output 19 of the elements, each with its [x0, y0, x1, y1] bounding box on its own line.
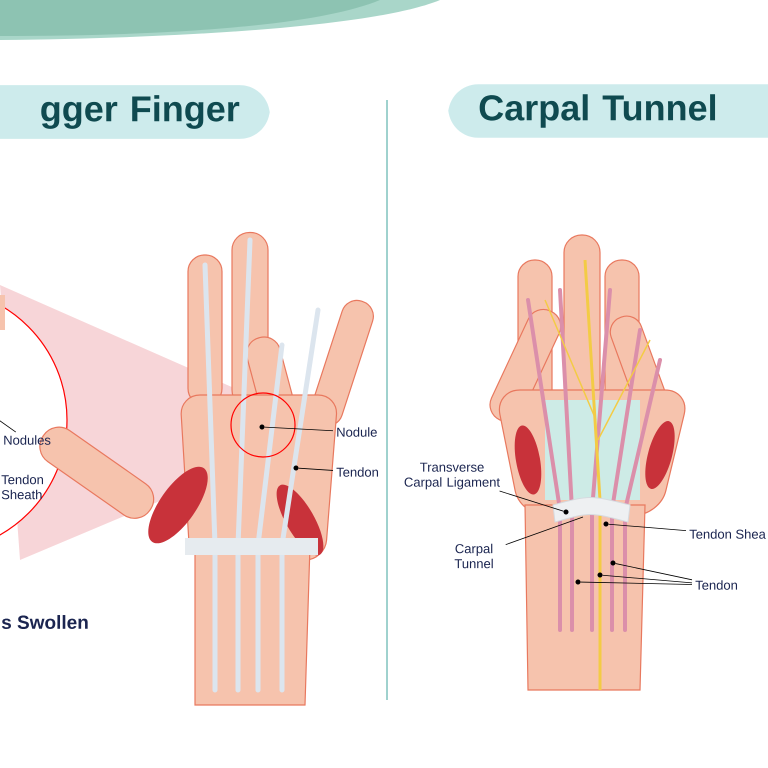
title-pill: gger Finger — [0, 85, 270, 139]
leader-line — [499, 490, 564, 512]
callout-label: Tendon Shea — [690, 529, 766, 539]
leader-line — [0, 418, 16, 432]
callout-label: Nodule — [337, 427, 377, 437]
callout-label: Tendon — [336, 467, 378, 477]
callout-label: Carpal Tunnel — [454, 544, 493, 568]
leader-line — [298, 468, 334, 471]
callout-label: Transverse Carpal Ligament — [404, 462, 500, 490]
leader-line — [602, 574, 692, 584]
caption-text: s Swollen — [2, 615, 88, 629]
callout-label: Tendon Sheath — [2, 474, 43, 500]
leader-line — [264, 426, 334, 432]
leader-line — [505, 516, 584, 546]
leader-line — [615, 563, 692, 580]
leader-line — [580, 582, 692, 585]
title-pill: Carpal Tunnel — [448, 84, 768, 138]
leader-line — [608, 524, 686, 531]
callout-label: Tendon — [696, 580, 738, 590]
